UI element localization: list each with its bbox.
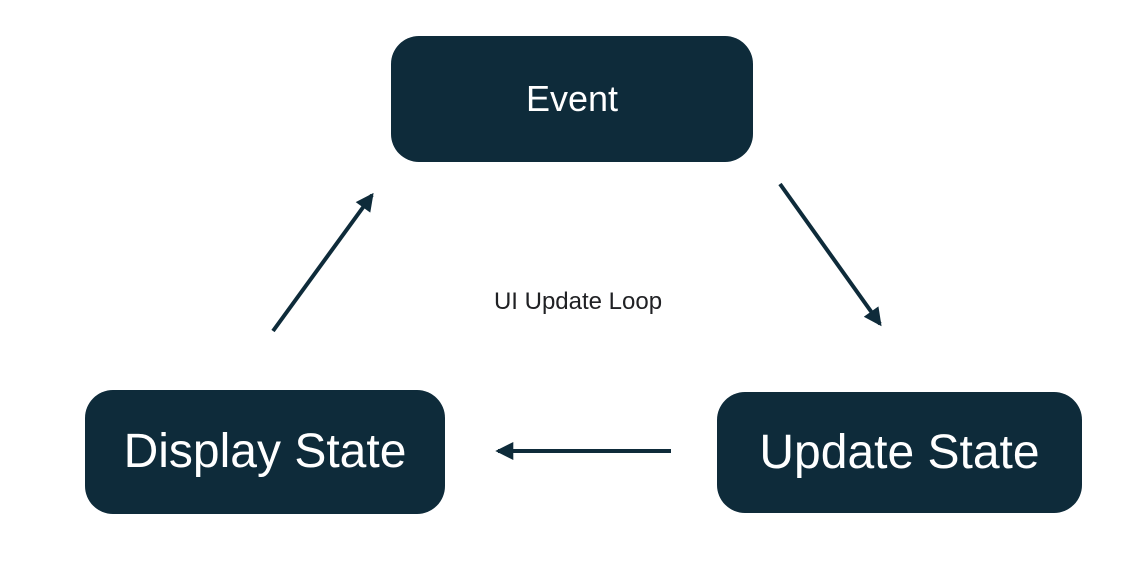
arrow-display-state-to-event bbox=[271, 192, 374, 333]
node-update-state-label: Update State bbox=[759, 425, 1040, 479]
node-event: Event bbox=[391, 36, 753, 162]
arrow-event-to-update-state bbox=[778, 182, 882, 327]
diagram-center-label: UI Update Loop bbox=[493, 288, 663, 315]
node-display-state: Display State bbox=[85, 390, 445, 514]
node-display-state-label: Display State bbox=[123, 425, 407, 478]
node-event-label: Event bbox=[525, 78, 619, 119]
node-update-state: Update State bbox=[717, 392, 1082, 513]
